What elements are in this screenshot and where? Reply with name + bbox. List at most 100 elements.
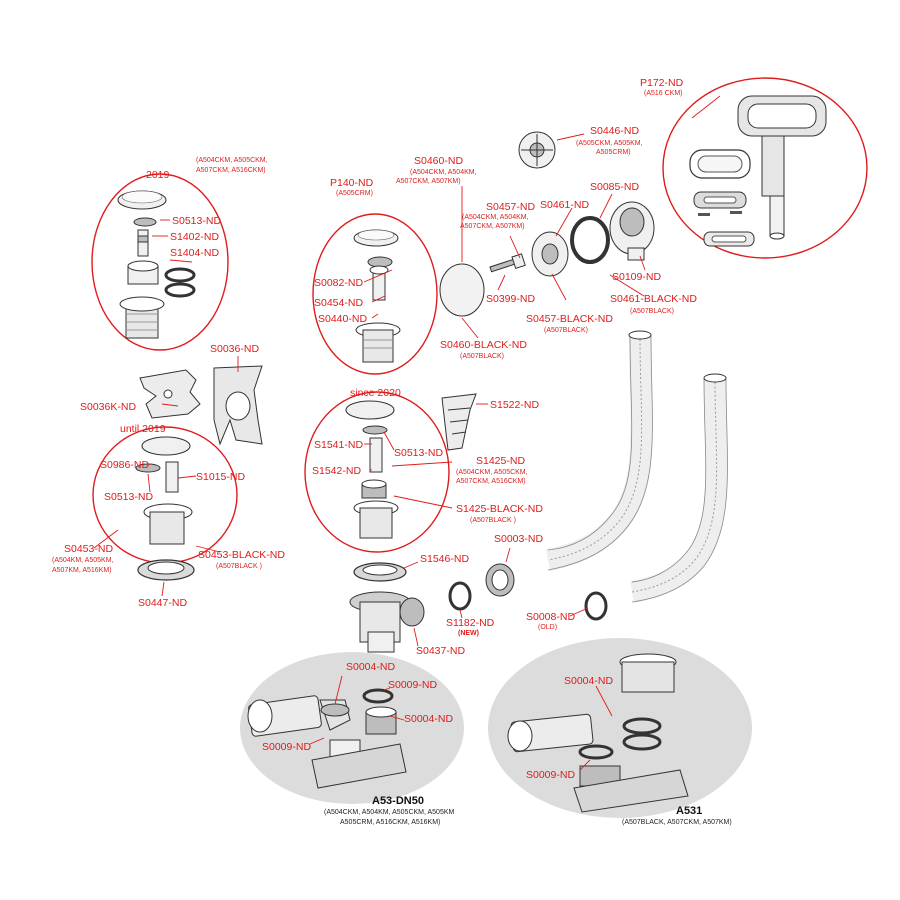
label-s0513b: S0513-ND — [394, 447, 443, 459]
label-s1404: S1404-ND — [170, 247, 219, 259]
label-s0446-models-1: (A505CKM, A505KM, — [576, 140, 643, 147]
label-s0453-models-2: A507KM, A516KM) — [52, 567, 112, 574]
screw — [489, 253, 526, 273]
label-s0461-black-models: (A507BLACK) — [630, 308, 674, 315]
body-2020 — [353, 500, 399, 539]
seal-ring — [133, 217, 157, 227]
label-s0513c: S0513-ND — [104, 491, 153, 503]
label-s0399: S0399-ND — [486, 293, 535, 305]
holder-clip-s0036k — [139, 369, 201, 419]
label-s1425: S1425-ND — [476, 455, 525, 467]
body-2019 — [119, 296, 165, 339]
label-s0457-black: S0457-BLACK-ND — [526, 313, 613, 325]
label-s0009-a53-left: S0009-ND — [262, 741, 311, 753]
valve-stem-p140 — [369, 265, 389, 301]
p172-plate — [703, 231, 755, 247]
valve-stem-2019 — [137, 229, 149, 257]
a53-shadow — [240, 652, 464, 804]
p172-screws — [698, 211, 742, 216]
p172-frame — [689, 149, 751, 179]
grid-cover — [518, 131, 556, 169]
label-s0440: S0440-ND — [318, 313, 367, 325]
a531-shadow — [488, 638, 752, 818]
label-s0460: S0460-ND — [414, 155, 463, 167]
label-s0453-black-models: (A507BLACK ) — [216, 563, 262, 570]
label-s0513a: S0513-ND — [172, 215, 221, 227]
group-p172 — [662, 77, 868, 259]
group-2019-title: 2019 — [146, 169, 170, 181]
nut-2020 — [361, 479, 387, 499]
label-s1542: S1542-ND — [312, 465, 361, 477]
label-p140-models: (A505CRM) — [336, 190, 373, 197]
label-s0457: S0457-ND — [486, 201, 535, 213]
plug-cap-until2019 — [141, 436, 191, 456]
plug-cap-p140 — [353, 229, 399, 247]
label-s0446: S0446-ND — [590, 125, 639, 137]
ring-s1182 — [448, 581, 472, 611]
product-a53-models-1: (A504CKM, A504KM, A505CKM, A505KM — [324, 809, 455, 816]
holder-s0036 — [213, 365, 263, 446]
label-s0460-models-2: A507CKM, A507KM) — [396, 178, 461, 185]
label-s0109: S0109-ND — [612, 271, 661, 283]
group-p140 — [312, 213, 438, 375]
product-a531-models: (A507BLACK, A507CKM, A507KM) — [622, 819, 732, 826]
label-s0461-black: S0461-BLACK-ND — [610, 293, 697, 305]
group-2019 — [91, 173, 229, 351]
p172-gasket — [693, 191, 747, 209]
waste-body-s0437 — [349, 591, 425, 653]
overflow-handle-p172 — [737, 95, 827, 240]
label-s1425-models-1: (A504CKM, A505CKM, — [456, 469, 528, 476]
label-s0082: S0082-ND — [314, 277, 363, 289]
label-s0453-models-1: (A504KM, A505KM, — [52, 557, 114, 564]
label-s1182-note: (NEW) — [458, 630, 479, 637]
label-s1425-models-2: A507CKM, A516CKM) — [456, 478, 526, 485]
label-s0457-models-2: A507CKM, A507KM) — [460, 223, 525, 230]
label-s0461: S0461-ND — [540, 199, 589, 211]
label-s0454: S0454-ND — [314, 297, 363, 309]
label-p140: P140-ND — [330, 177, 374, 189]
ring-s0008 — [584, 591, 608, 621]
label-s1522: S1522-ND — [490, 399, 539, 411]
label-s0453-black: S0453-BLACK-ND — [198, 549, 285, 561]
flexible-hose-long — [545, 334, 653, 571]
label-s1546: S1546-ND — [420, 553, 469, 565]
label-s0085: S0085-ND — [590, 181, 639, 193]
plug-cap-2020 — [345, 400, 395, 420]
label-s0004-a531: S0004-ND — [564, 675, 613, 687]
label-s0009-a53-top: S0009-ND — [388, 679, 437, 691]
o-ring-b — [164, 282, 196, 298]
group-2019-models-2: A507CKM, A516CKM) — [196, 167, 266, 174]
product-a531-name: A531 — [676, 805, 702, 817]
label-s0460-black: S0460-BLACK-ND — [440, 339, 527, 351]
nut-2019 — [127, 260, 159, 285]
overflow-body — [609, 201, 655, 261]
siphon-a53 — [247, 688, 407, 789]
label-p172: P172-ND — [640, 77, 684, 89]
label-s0446-models-2: A505CRM) — [596, 149, 631, 156]
label-s0457-models-1: (A504CKM, A504KM, — [462, 214, 529, 221]
label-s0447: S0447-ND — [138, 597, 187, 609]
label-s1182: S1182-ND — [446, 617, 495, 629]
ring-gasket-s0447 — [137, 559, 195, 581]
label-s0986: S0986-ND — [100, 459, 149, 471]
body-until2019 — [143, 503, 193, 545]
seal-until2019 — [135, 463, 161, 473]
nut-s0003 — [485, 563, 515, 597]
body-p140 — [355, 322, 401, 363]
ring-gasket-s1546 — [353, 562, 407, 582]
overflow-gasket — [570, 216, 610, 264]
label-s1402: S1402-ND — [170, 231, 219, 243]
overflow-rosette — [531, 231, 569, 277]
group-2019-models-1: (A504CKM, A505CKM, — [196, 157, 268, 164]
seal-p140 — [367, 256, 393, 268]
label-s0009-a531: S0009-ND — [526, 769, 575, 781]
label-s0004-a53-top: S0004-ND — [346, 661, 395, 673]
label-s0036: S0036-ND — [210, 343, 259, 355]
label-s1015: S1015-ND — [196, 471, 245, 483]
group-since-2020 — [304, 391, 450, 553]
plug-cap-2019 — [117, 190, 167, 210]
label-s0460-black-models: (A507BLACK) — [460, 353, 504, 360]
cover-plate — [439, 263, 485, 317]
siphon-a531 — [507, 653, 689, 813]
